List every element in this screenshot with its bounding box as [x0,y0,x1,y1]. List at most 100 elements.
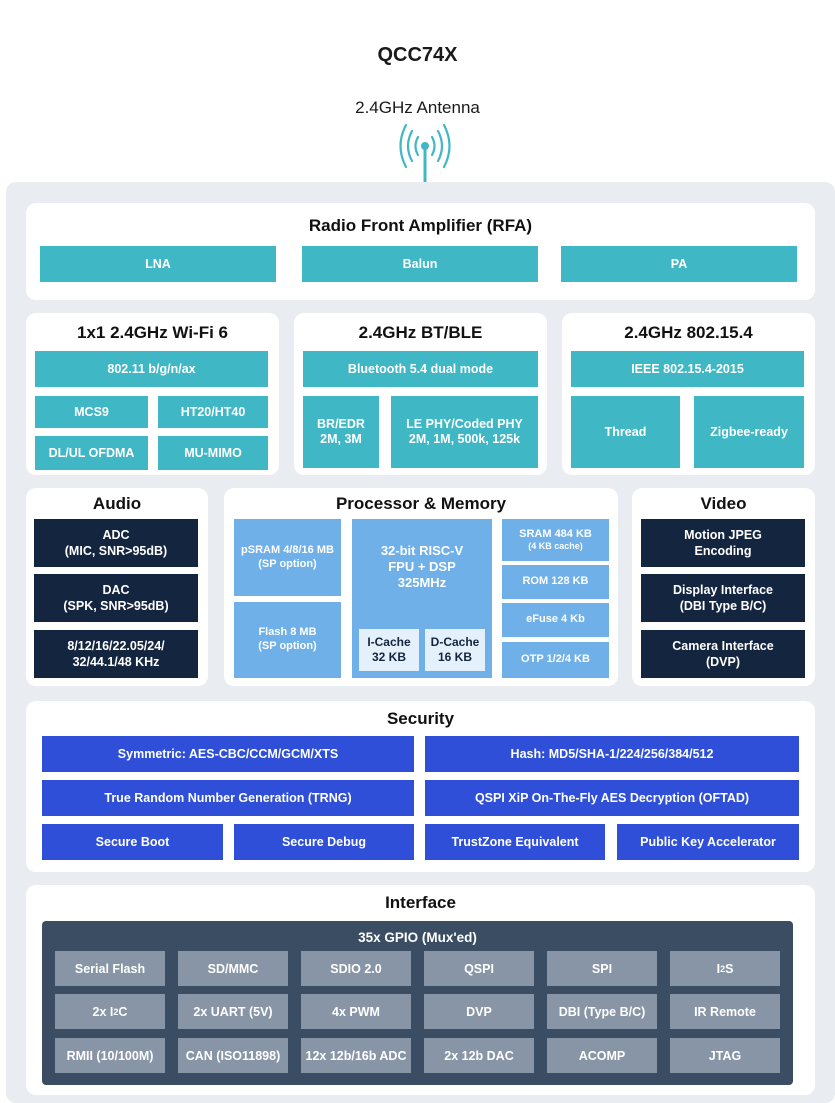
audio-adc-line2: (MIC, SNR>95dB) [64,544,168,558]
gpio-block: 35x GPIO (Mux'ed) Serial Flash SD/MMC SD… [42,921,793,1085]
video-panel: Video Motion JPEG Encoding Display Interf… [632,488,815,686]
ieee-thread: Thread [571,396,680,468]
audio-adc: ADC (MIC, SNR>95dB) [34,519,198,567]
audio-sample-rates: 8/12/16/22.05/24/32/44.1/48 KHz [34,630,198,678]
sram-line2: (4 KB cache) [528,541,583,552]
bt-br-edr-line1: BR/EDR [317,417,365,431]
security-panel: Security Symmetric: AES-CBC/CCM/GCM/XTS … [26,701,815,872]
antenna-icon [399,123,451,184]
if-pwm: 4x PWM [301,994,411,1029]
video-mjpeg-line2: Encoding [694,544,752,558]
audio-rates-line1: 8/12/16/22.05/24/ [67,638,165,653]
if-adc: 12x 12b/16b ADC [301,1038,411,1073]
if-spi: SPI [547,951,657,986]
security-secure-boot: Secure Boot [42,824,223,860]
security-secure-debug: Secure Debug [234,824,414,860]
security-oftad: QSPI XiP On-The-Fly AES Decryption (OFTA… [425,780,799,816]
wifi-ofdma: DL/UL OFDMA [35,436,148,470]
if-sdio: SDIO 2.0 [301,951,411,986]
video-camera-line1: Camera Interface [672,638,774,653]
ieee-zigbee: Zigbee-ready [694,396,804,468]
audio-dac-line2: (SPK, SNR>95dB) [63,599,169,613]
wifi-mcs9: MCS9 [35,396,148,428]
efuse-block: eFuse 4 Kb [502,603,609,637]
bt-title: 2.4GHz BT/BLE [358,323,483,342]
if-acomp: ACOMP [547,1038,657,1073]
audio-dac-line1: DAC [102,582,130,597]
video-mjpeg-line1: Motion JPEG [684,527,762,542]
dcache-line1: D-Cache [430,635,480,649]
security-hash: Hash: MD5/SHA-1/224/256/384/512 [425,736,799,772]
if-can: CAN (ISO11898) [178,1038,288,1073]
audio-dac: DAC (SPK, SNR>95dB) [34,574,198,622]
video-camera-interface: Camera Interface (DVP) [641,630,805,678]
if-i2c-tail: C [118,1004,128,1019]
wifi-panel: 1x1 2.4GHz Wi-Fi 6 802.11 b/g/n/ax MCS9 … [26,313,279,475]
ieee-title: 2.4GHz 802.15.4 [624,323,753,342]
icache-line1: I-Cache [367,635,411,649]
cpu-line3: 325MHz [397,575,447,591]
flash-line1: Flash 8 MB [258,626,317,639]
security-trng: True Random Number Generation (TRNG) [42,780,414,816]
interface-title: Interface [385,893,456,912]
processor-title: Processor & Memory [335,494,507,513]
diagram-title: QCC74X [377,43,458,66]
psram-line1: pSRAM 4/8/16 MB [241,543,334,556]
if-i2s-base: I [716,961,721,976]
wifi-ht20-ht40: HT20/HT40 [158,396,268,428]
if-dbi: DBI (Type B/C) [547,994,657,1029]
rfa-pa: PA [561,246,797,282]
rom-block: ROM 128 KB [502,565,609,599]
if-serial-flash: Serial Flash [55,951,165,986]
cpu-line1: 32-bit RISC-V [380,542,464,558]
otp-block: OTP 1/2/4 KB [502,642,609,678]
if-dac: 2x 12b DAC [424,1038,534,1073]
audio-adc-line1: ADC [102,527,130,542]
if-rmii: RMII (10/100M) [55,1038,165,1073]
bt-br-edr-line2: 2M, 3M [320,432,362,446]
bt-mode: Bluetooth 5.4 dual mode [303,351,538,387]
security-trustzone: TrustZone Equivalent [425,824,605,860]
antenna-label: 2.4GHz Antenna [355,98,480,117]
if-ir-remote: IR Remote [670,994,780,1029]
sram-line1: SRAM 484 KB [519,527,592,540]
rfa-panel: Radio Front Amplifier (RFA) LNA Balun PA [26,203,815,300]
bt-le-phy-line2: 2M, 1M, 500k, 125k [408,432,521,446]
audio-title: Audio [92,494,142,513]
rfa-lna: LNA [40,246,276,282]
ieee-panel: 2.4GHz 802.15.4 IEEE 802.15.4-2015 Threa… [562,313,815,475]
sram-block: SRAM 484 KB(4 KB cache) [502,519,609,561]
icache-line2: 32 KB [371,650,406,664]
interface-panel: Interface 35x GPIO (Mux'ed) Serial Flash… [26,885,815,1095]
wifi-title: 1x1 2.4GHz Wi-Fi 6 [76,323,228,342]
if-i2s-tail: S [725,961,734,976]
security-title: Security [386,709,455,728]
flash-block: Flash 8 MB(SP option) [234,602,341,678]
video-mjpeg: Motion JPEG Encoding [641,519,805,567]
if-qspi: QSPI [424,951,534,986]
dcache-line2: 16 KB [437,650,472,664]
video-display-interface: Display Interface (DBI Type B/C) [641,574,805,622]
cpu-line2: FPU + DSP [388,558,456,574]
video-display-line1: Display Interface [672,582,774,597]
if-i2c-base: 2x I [92,1004,114,1019]
if-i2c-sup: 2 [113,1006,119,1017]
if-uart: 2x UART (5V) [178,994,288,1029]
audio-panel: Audio ADC (MIC, SNR>95dB) DAC (SPK, SNR>95… [26,488,208,686]
video-display-line2: (DBI Type B/C) [679,599,767,613]
wifi-mu-mimo: MU-MIMO [158,436,268,470]
if-sd-mmc: SD/MMC [178,951,288,986]
video-camera-line2: (DVP) [705,655,740,669]
if-i2s-sup: 2 [720,963,726,974]
bt-panel: 2.4GHz BT/BLE Bluetooth 5.4 dual mode BR… [294,313,547,475]
video-title: Video [700,494,747,513]
rfa-balun: Balun [302,246,538,282]
gpio-label: 35x GPIO (Mux'ed) [358,929,477,945]
